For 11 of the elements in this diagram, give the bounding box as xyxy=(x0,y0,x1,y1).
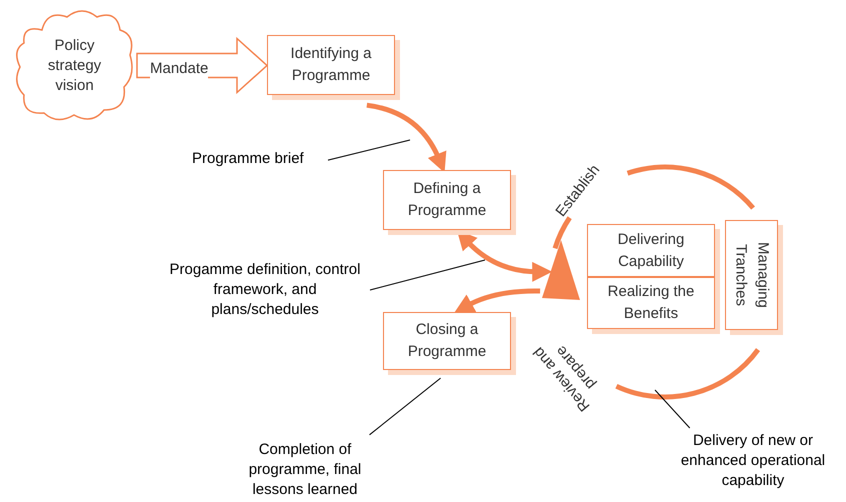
leader-line xyxy=(328,140,410,161)
annotation-text: Delivery of new or enhanced operational capability xyxy=(660,428,846,494)
curved-arrow xyxy=(366,102,446,173)
leader-line xyxy=(654,390,690,428)
annotation-text: Completion of programme, final lessons learned xyxy=(230,438,380,502)
curved-arrow xyxy=(454,288,540,313)
annotation-text: Progamme definition, control framework, and plans/schedules xyxy=(160,258,370,322)
leader-line xyxy=(370,260,486,290)
cloud-label: Policy strategy vision xyxy=(46,36,102,96)
annotation-text: Programme brief xyxy=(192,148,328,170)
leader-line xyxy=(369,378,442,436)
